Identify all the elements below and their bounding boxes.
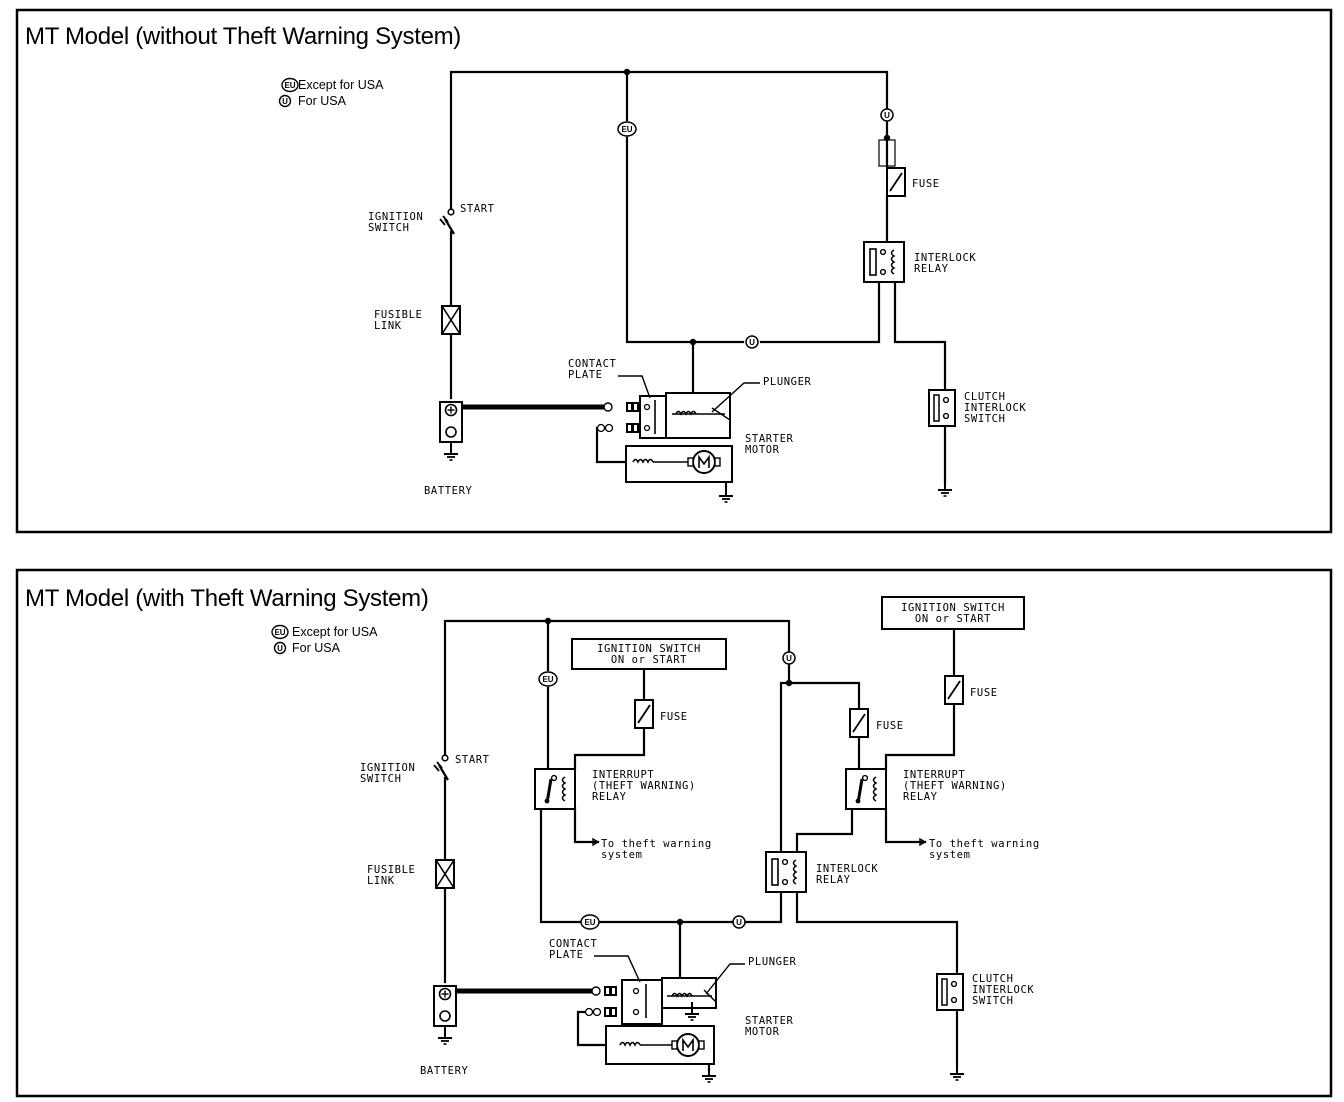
bottom-interrupt-right-label-3: RELAY <box>903 791 938 803</box>
svg-text:EU: EU <box>584 918 595 927</box>
bottom-fuse-right <box>944 675 964 705</box>
bottom-wires <box>443 619 959 1072</box>
bottom-ignition-switch-label-2: SWITCH <box>360 773 402 785</box>
bottom-diagram-title: MT Model (with Theft Warning System) <box>25 585 429 612</box>
bottom-clutch-interlock-switch <box>936 973 964 1011</box>
bottom-fuse-mid <box>849 708 869 738</box>
bottom-plunger-label: PLUNGER <box>748 956 797 968</box>
bottom-ignition-switch-label-1: IGNITION <box>360 762 415 774</box>
top-interlock-relay-label-1: INTERLOCK <box>914 252 976 264</box>
bottom-battery-label: BATTERY <box>420 1065 469 1077</box>
bottom-interrupt-relay-right <box>844 767 888 811</box>
bottom-legend: EU Except for USA U For USA <box>271 624 378 655</box>
legend-eu-text: Except for USA <box>298 78 384 92</box>
bottom-to-theft-right-2: system <box>929 849 971 861</box>
bottom-interrupt-left-label-3: RELAY <box>592 791 627 803</box>
top-u-connector-fuse: U <box>880 108 894 122</box>
bottom-ign-on-start-box-right: IGNITION SWITCH ON or START <box>881 596 1025 630</box>
bottom-ign-on-start-box-left: IGNITION SWITCH ON or START <box>571 638 727 670</box>
svg-text:EU: EU <box>542 675 553 684</box>
bottom-fuse-mid-label: FUSE <box>876 720 904 732</box>
bottom-interlock-relay-label-2: RELAY <box>816 874 851 886</box>
top-fuse <box>886 167 906 197</box>
bottom-eu-connector-top: EU <box>538 671 558 687</box>
bottom-interrupt-left-label-2: (THEFT WARNING) <box>592 780 696 792</box>
svg-text:U: U <box>786 654 792 663</box>
bottom-starter-motor-label-1: STARTER <box>745 1015 794 1027</box>
legend-u-text-bottom: For USA <box>292 641 341 655</box>
eu-badge: EU <box>284 81 295 90</box>
svg-text:IGNITION SWITCH: IGNITION SWITCH <box>597 643 701 655</box>
legend-eu-text-bottom: Except for USA <box>292 625 378 639</box>
bottom-interrupt-right-label-2: (THEFT WARNING) <box>903 780 1007 792</box>
bottom-contact-plate-label-2: PLATE <box>549 949 584 961</box>
top-clutch-interlock-switch <box>928 389 956 427</box>
top-eu-connector: EU <box>617 121 637 137</box>
bottom-interrupt-left-label-1: INTERRUPT <box>592 769 654 781</box>
top-fusible-link-label-1: FUSIBLE <box>374 309 422 321</box>
top-clutch-label-3: SWITCH <box>964 413 1006 425</box>
bottom-u-connector-low: U <box>732 915 746 929</box>
top-plunger-label: PLUNGER <box>763 376 812 388</box>
top-ignition-switch-label-1: IGNITION <box>368 211 423 223</box>
top-ignition-switch-label-2: SWITCH <box>368 222 410 234</box>
svg-text:ON or START: ON or START <box>611 654 687 666</box>
svg-text:EU: EU <box>621 125 632 134</box>
bottom-battery <box>433 985 457 1027</box>
top-interlock-relay <box>863 241 905 283</box>
bottom-fusible-link <box>435 859 455 889</box>
bottom-contact-plate-label-1: CONTACT <box>549 938 598 950</box>
bottom-clutch-label-1: CLUTCH <box>972 973 1014 985</box>
bottom-clutch-label-3: SWITCH <box>972 995 1014 1007</box>
top-fusible-link <box>441 305 461 335</box>
bottom-fusible-link-label-2: LINK <box>367 875 395 887</box>
bottom-eu-connector-low: EU <box>580 914 600 930</box>
top-starter-motor-label-2: MOTOR <box>745 444 780 456</box>
svg-text:U: U <box>884 111 890 120</box>
top-legend: EU Except for USA U For USA <box>278 77 384 108</box>
top-battery-label: BATTERY <box>424 485 473 497</box>
bottom-to-theft-right-1: To theft warning <box>929 838 1040 850</box>
bottom-to-theft-left-1: To theft warning <box>601 838 712 850</box>
svg-text:U: U <box>736 918 742 927</box>
top-clutch-label-1: CLUTCH <box>964 391 1006 403</box>
bottom-fuse-right-label: FUSE <box>970 687 998 699</box>
top-starter-assembly <box>596 392 733 483</box>
svg-text:U: U <box>749 338 755 347</box>
bottom-interrupt-right-label-1: INTERRUPT <box>903 769 965 781</box>
top-diagram-title: MT Model (without Theft Warning System) <box>25 23 461 50</box>
bottom-fuse-left-label: FUSE <box>660 711 688 723</box>
top-start-label: START <box>460 203 495 215</box>
bottom-to-theft-left-2: system <box>601 849 643 861</box>
top-fuse-label: FUSE <box>912 178 940 190</box>
top-starter-motor-label-1: STARTER <box>745 433 794 445</box>
top-wires <box>449 70 947 488</box>
bottom-interlock-relay-label-1: INTERLOCK <box>816 863 878 875</box>
top-u-connector-bottom: U <box>745 335 759 349</box>
bottom-u-connector-top: U <box>782 651 796 665</box>
bottom-interrupt-relay-left <box>533 767 577 811</box>
top-battery <box>439 401 463 443</box>
legend-u-text: For USA <box>298 94 347 108</box>
bottom-fuse-left <box>634 699 654 729</box>
top-fusible-link-label-2: LINK <box>374 320 402 332</box>
bottom-starter-motor-label-2: MOTOR <box>745 1026 780 1038</box>
svg-text:EU: EU <box>274 628 285 637</box>
top-contact-plate-label-1: CONTACT <box>568 358 617 370</box>
bottom-interlock-relay <box>765 851 807 893</box>
top-contact-plate-label-2: PLATE <box>568 369 603 381</box>
bottom-clutch-label-2: INTERLOCK <box>972 984 1034 996</box>
svg-text:IGNITION SWITCH: IGNITION SWITCH <box>901 602 1005 614</box>
svg-text:ON or START: ON or START <box>915 613 991 625</box>
top-clutch-label-2: INTERLOCK <box>964 402 1026 414</box>
bottom-starter-assembly <box>584 977 717 1065</box>
bottom-fusible-link-label-1: FUSIBLE <box>367 864 415 876</box>
u-badge: U <box>282 97 288 106</box>
svg-text:U: U <box>277 644 283 653</box>
bottom-start-label: START <box>455 754 490 766</box>
top-interlock-relay-label-2: RELAY <box>914 263 949 275</box>
